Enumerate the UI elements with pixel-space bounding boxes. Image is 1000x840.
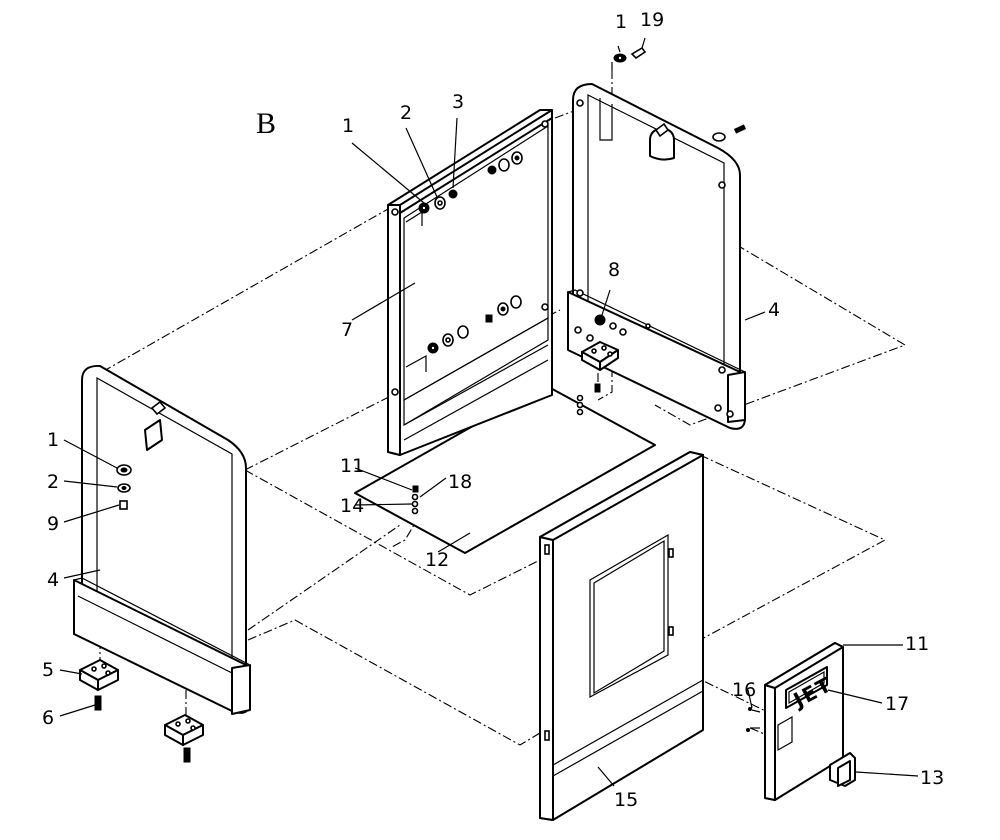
callout-14: 14 — [340, 495, 364, 517]
top-hardware — [611, 46, 647, 70]
right-panel-bracket-8 — [594, 314, 651, 336]
callout-2-back: 2 — [400, 102, 412, 124]
leader-lines — [59, 37, 919, 787]
door-panel — [539, 451, 704, 821]
callout-19: 19 — [640, 9, 664, 31]
callout-6: 6 — [42, 707, 54, 729]
callout-8: 8 — [608, 259, 620, 281]
callout-18: 18 — [448, 471, 472, 493]
section-letter: B — [256, 107, 276, 140]
callout-1-top: 1 — [615, 11, 627, 33]
callout-11-shelf: 11 — [340, 455, 364, 477]
callout-7: 7 — [341, 319, 353, 341]
callout-1-left: 1 — [47, 429, 59, 451]
back-panel — [387, 109, 553, 456]
callout-13: 13 — [920, 767, 944, 789]
callout-5: 5 — [42, 659, 54, 681]
shelf-screw-stack — [411, 485, 419, 515]
right-panel-top-hardware — [712, 124, 747, 142]
leveling-foot-rear — [576, 341, 619, 416]
switch-panel: JET — [746, 642, 856, 801]
callout-3-back: 3 — [452, 91, 464, 113]
callout-16: 16 — [732, 679, 756, 701]
back-panel-hardware — [418, 151, 523, 354]
callout-17: 17 — [885, 693, 909, 715]
callout-12: 12 — [425, 549, 449, 571]
callout-15: 15 — [614, 789, 638, 811]
callout-11-panel: 11 — [905, 633, 929, 655]
callout-1-back: 1 — [342, 115, 354, 137]
callout-4-right: 4 — [768, 299, 780, 321]
left-side-panel — [73, 364, 251, 763]
right-side-panel — [567, 83, 747, 430]
left-panel-hardware — [116, 464, 132, 510]
leveling-foot-front — [79, 659, 204, 763]
callout-4-left: 4 — [47, 569, 59, 591]
callout-9: 9 — [47, 513, 59, 535]
callout-2-left: 2 — [47, 471, 59, 493]
